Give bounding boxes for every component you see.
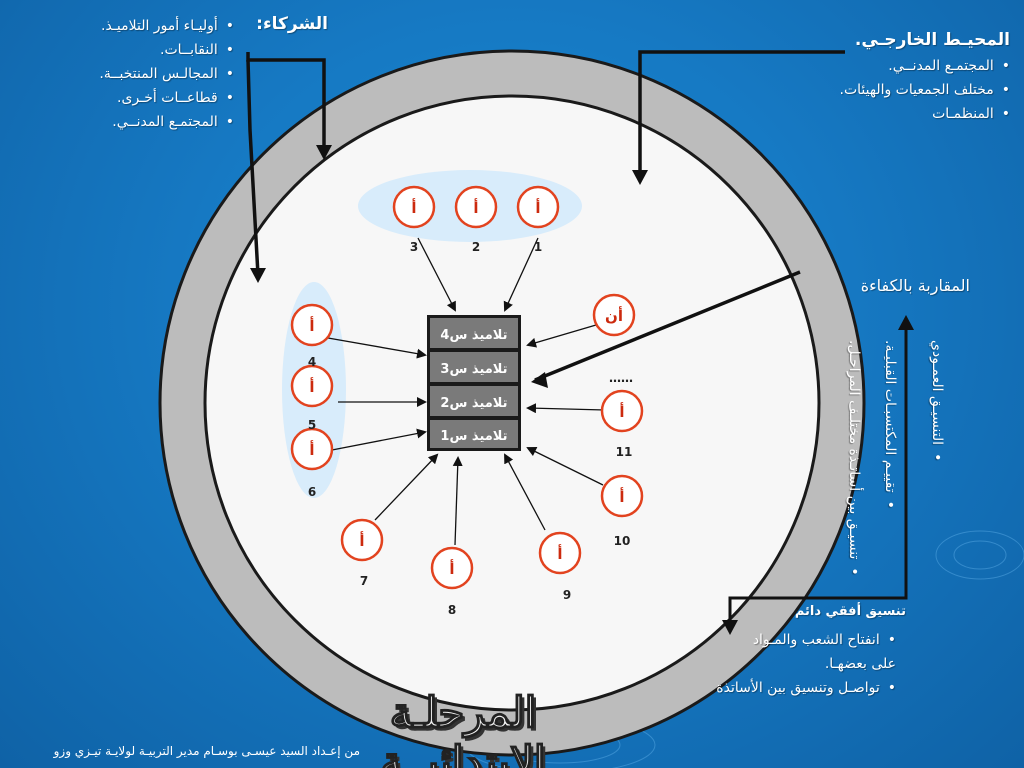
partners-item: المجالـس المنتخبــة. (70, 62, 234, 86)
teacher-num-6: 6 (308, 485, 316, 499)
teacher-num-1: 1 (534, 240, 542, 254)
partners-list: أوليـاء أمور التلاميـذ. النقابــات. المج… (70, 14, 234, 134)
teacher-letter-3: أ (411, 198, 416, 217)
teacher-circle-5 (290, 364, 334, 408)
teacher-letter-8: أ (449, 559, 454, 578)
horizontal-item-continuation: على بعضهـا. (824, 656, 896, 672)
arrowhead-external (632, 170, 648, 185)
teacher-num-11: 11 (616, 445, 633, 459)
students-level-3-label: تلاميذ س3 (440, 362, 507, 377)
arrow-t4 (327, 337, 427, 359)
partners-item: قطاعــات أخـرى. (70, 86, 234, 110)
students-level-2-label: تلاميذ س2 (440, 396, 507, 411)
external-title: المحيـط الخارجـي. (854, 30, 1010, 50)
teacher-letter-n: أن (605, 306, 623, 325)
teacher-letter-4: أ (309, 316, 314, 335)
teacher-circle-n (592, 293, 636, 337)
partners-connector-1 (246, 52, 326, 150)
competency-bracket (728, 330, 908, 625)
arrow-t8 (452, 456, 463, 546)
teacher-numbers: 1 2 3 4 5 6 7 8 9 10 11 …… (308, 240, 633, 617)
main-title: المرحلـة الابتدائيــة (380, 687, 546, 768)
partners-item: أوليـاء أمور التلاميـذ. (70, 14, 234, 38)
horizontal-list: انفتاح الشعب والمـواد على بعضهـا. تواصـل… (690, 628, 896, 700)
teacher-num-9: 9 (563, 588, 571, 602)
footer-credit: من إعـداد السيد عيسـى بوسـام مدير التربي… (53, 744, 360, 758)
teacher-letter-2: أ (473, 198, 478, 217)
competency-vertical-item-1: التنسيـق العمـودي (929, 340, 945, 461)
teacher-circle-9 (538, 531, 582, 575)
teacher-num-4: 4 (308, 355, 316, 369)
arrow-tn (526, 324, 597, 348)
ellipsis-dots: …… (609, 371, 633, 385)
teacher-circles (290, 185, 644, 590)
teacher-arrows (327, 237, 606, 546)
students-level-3 (430, 352, 518, 382)
teacher-num-8: 8 (448, 603, 456, 617)
teacher-num-2: 2 (472, 240, 480, 254)
teacher-num-10: 10 (614, 534, 631, 548)
arrowhead-partners-2 (250, 268, 266, 283)
teacher-letter-9: أ (557, 544, 562, 563)
arrow-t1 (503, 237, 539, 312)
teacher-letter-6: أ (309, 440, 314, 459)
teacher-circle-3 (392, 185, 436, 229)
connector-lines (246, 50, 845, 382)
teacher-letter-10: أ (619, 487, 624, 506)
teacher-num-5: 5 (308, 418, 316, 432)
students-level-2 (430, 386, 518, 416)
teacher-circle-11 (600, 389, 644, 433)
teacher-circle-4 (290, 303, 334, 347)
arrow-t3 (417, 237, 456, 312)
external-item: المجتمـع المدنــي. (800, 54, 1010, 78)
arrowhead-competency (531, 372, 548, 388)
partners-item: المجتمـع المدنــي. (70, 110, 234, 134)
external-list: المجتمـع المدنــي. مختلف الجمعيات والهيئ… (800, 54, 1010, 126)
arrow-t6 (331, 428, 427, 451)
external-item: مختلف الجمعيات والهيئات. (800, 78, 1010, 102)
teacher-letters: أ أ أ أ أ أ أ أ أ أ أ أن (309, 198, 624, 578)
competency-title: المقاربة بالكفاءة (860, 276, 970, 295)
partners-item: النقابــات. (70, 38, 234, 62)
partners-connector-2 (246, 59, 260, 276)
teacher-letter-1: أ (535, 198, 540, 217)
arrow-t10 (526, 447, 604, 486)
competency-vertical-item-3: تنسيـق بين أساتـذة مختلـف المراحـل. (846, 340, 862, 576)
horizontal-item: تواصـل وتنسيق بين الأساتذة (690, 676, 896, 700)
arrow-t11 (526, 403, 606, 414)
arrowhead-partners-1 (316, 145, 332, 160)
teacher-circle-10 (600, 474, 644, 518)
teacher-num-3: 3 (410, 240, 418, 254)
arrow-t7 (374, 453, 439, 521)
students-level-1 (430, 420, 518, 448)
teacher-circle-1 (516, 185, 560, 229)
partners-title: الشركاء: (256, 14, 328, 34)
teacher-circle-8 (430, 546, 474, 590)
external-item: المنظمـات (800, 102, 1010, 126)
students-level-1-label: تلاميذ س1 (440, 429, 507, 444)
horizontal-title: تنسيق أفقي دائم (794, 604, 906, 619)
teacher-num-7: 7 (360, 574, 368, 588)
teacher-circle-2 (454, 185, 498, 229)
connector-arrowheads (250, 145, 648, 388)
teacher-circle-6 (290, 427, 334, 471)
horizontal-item: انفتاح الشعب والمـواد (690, 628, 896, 652)
competency-connector (534, 270, 801, 382)
students-stack: تلاميذ س4 تلاميذ س3 تلاميذ س2 تلاميذ س1 (427, 315, 521, 451)
external-connector (638, 50, 845, 175)
teacher-letter-7: أ (359, 531, 364, 550)
competency-vertical-item-2: تقييـم المكتسبـات القبليـة. (882, 340, 898, 509)
students-level-4-label: تلاميذ س4 (440, 328, 507, 343)
teacher-letter-11: أ (619, 402, 624, 421)
arrow-t9 (504, 453, 546, 531)
teacher-letter-5: أ (309, 377, 314, 396)
teacher-circle-7 (340, 518, 384, 562)
students-level-4 (430, 318, 518, 348)
